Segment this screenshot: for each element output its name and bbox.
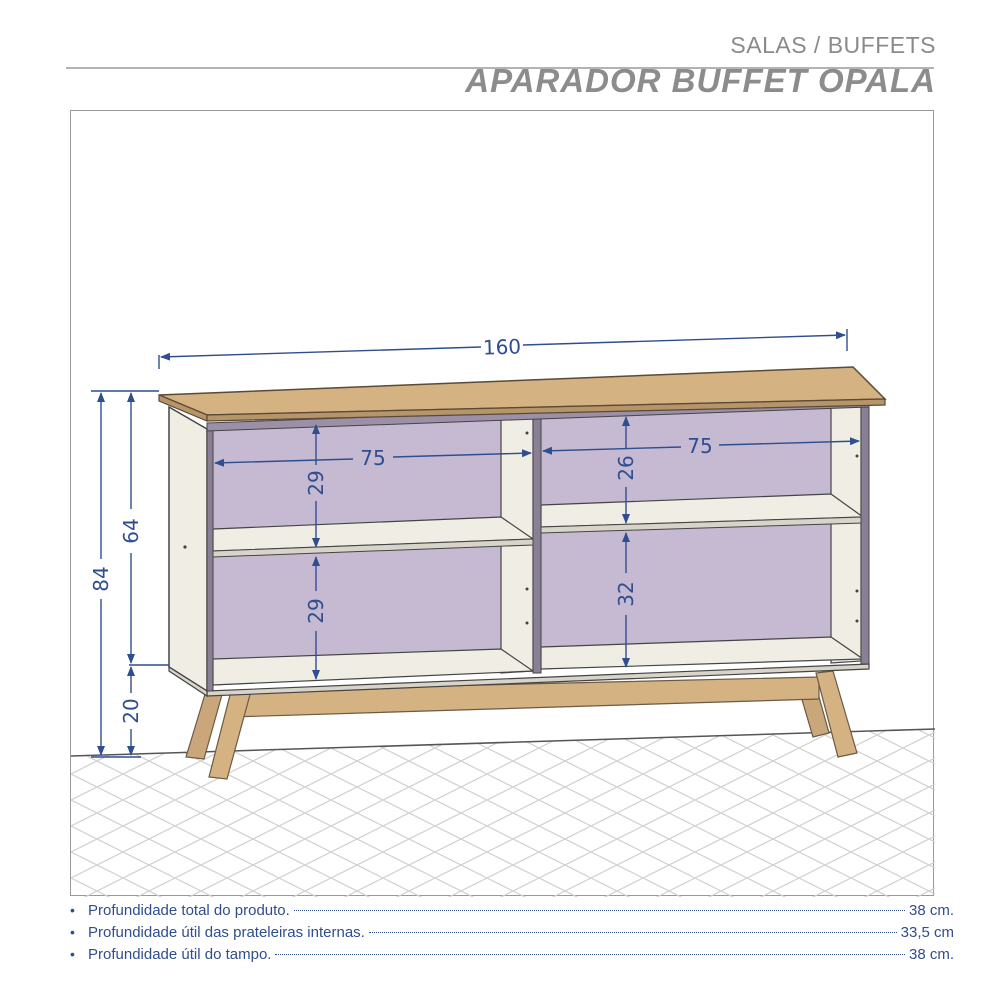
- page-title: APARADOR BUFFET OPALA: [465, 62, 936, 99]
- bullet-icon: •: [70, 902, 75, 918]
- spec-list: • Profundidade total do produto. 38 cm. …: [70, 902, 954, 968]
- dim-right-upper-height: 26: [614, 455, 638, 480]
- dim-total-height: 84: [89, 566, 113, 591]
- header-rule: [66, 67, 934, 69]
- dim-leg-height: 20: [119, 698, 143, 723]
- dim-left-upper-height: 29: [304, 470, 328, 495]
- carcass: [168, 405, 870, 698]
- dim-left-lower-height: 29: [304, 598, 328, 623]
- spec-label: Profundidade útil do tampo.: [88, 946, 272, 963]
- dim-body-height: 64: [119, 518, 143, 543]
- buffet-drawing-svg: 160 75 75 29 29 26 32 84 64 20: [71, 329, 935, 897]
- spec-value: 38 cm.: [908, 946, 954, 963]
- spec-value: 33,5 cm: [900, 924, 954, 941]
- spec-label: Profundidade útil das prateleiras intern…: [88, 924, 365, 941]
- tabletop: [158, 366, 887, 422]
- dimension-labels: 160 75 75 29 29 26 32 84 64 20: [89, 334, 713, 723]
- dot-leader: [275, 954, 905, 955]
- spec-row: • Profundidade útil do tampo. 38 cm.: [70, 946, 954, 968]
- spec-label: Profundidade total do produto.: [88, 902, 290, 919]
- spec-row: • Profundidade útil das prateleiras inte…: [70, 924, 954, 946]
- dim-right-lower-height: 32: [614, 581, 638, 606]
- spec-row: • Profundidade total do produto. 38 cm.: [70, 902, 954, 924]
- dim-width-total: 160: [483, 334, 522, 359]
- dot-leader: [293, 910, 905, 911]
- bullet-icon: •: [70, 924, 75, 940]
- shelves: [212, 493, 865, 686]
- dim-right-niche-width: 75: [687, 434, 712, 458]
- breadcrumb: SALAS / BUFFETS: [730, 32, 936, 58]
- dot-leader: [368, 932, 897, 933]
- spec-value: 38 cm.: [908, 902, 954, 919]
- dimension-lines: [91, 329, 860, 758]
- dim-left-niche-width: 75: [360, 446, 385, 470]
- bullet-icon: •: [70, 946, 75, 962]
- product-drawing: 160 75 75 29 29 26 32 84 64 20: [70, 110, 935, 897]
